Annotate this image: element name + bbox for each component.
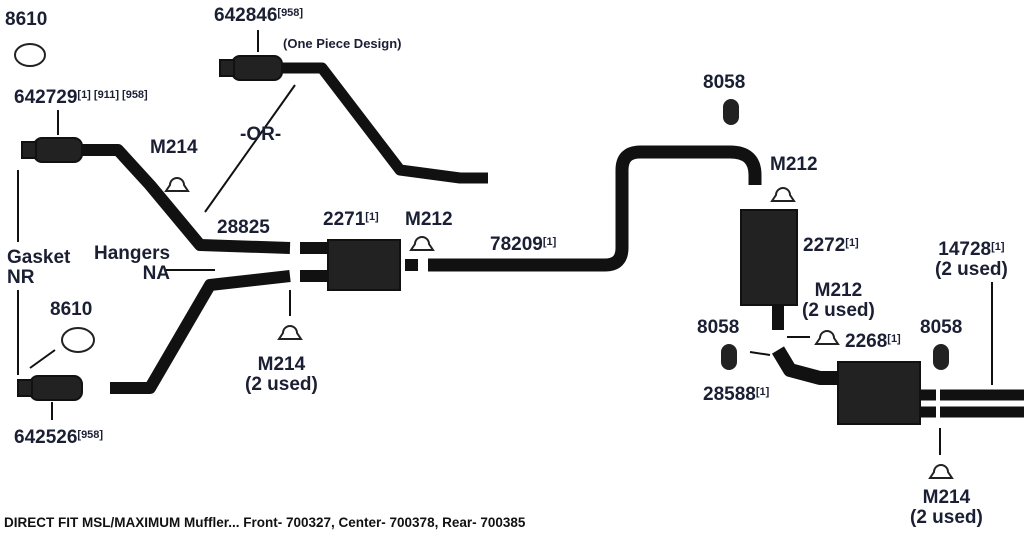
label-28825: 28825 — [217, 217, 270, 238]
label-8058-left: 8058 — [697, 317, 740, 338]
intermediate-pipe-78209 — [428, 145, 762, 272]
label-m212-lower: M212(2 used) — [802, 280, 875, 321]
clamp-icon — [928, 464, 954, 479]
clamp-icon — [164, 177, 190, 192]
catalytic-converter-642526 — [29, 375, 83, 401]
label-14728: 14728[1](2 used) — [935, 239, 1008, 280]
catalytic-converter-642846 — [231, 55, 283, 81]
label-642846: 642846[958] — [214, 5, 304, 26]
hanger-icon — [721, 344, 737, 370]
upper-front-pipe — [80, 144, 291, 254]
gasket-ring-icon — [14, 43, 46, 67]
clamp-icon — [814, 330, 840, 345]
label-2268: 2268[1] — [845, 331, 901, 352]
label-28588: 28588[1] — [703, 384, 770, 405]
catalytic-converter-642729 — [33, 137, 83, 163]
center-muffler-2272 — [740, 209, 798, 306]
lower-front-pipe — [110, 270, 291, 394]
label-8058-right: 8058 — [920, 317, 963, 338]
label-8610-bottom: 8610 — [50, 299, 93, 320]
clamp-icon — [409, 236, 435, 251]
label-m214-lower: M214(2 used) — [245, 354, 318, 395]
label-2271: 2271[1] — [323, 209, 379, 230]
label-m214-rear: M214(2 used) — [910, 487, 983, 528]
label-m212-front: M212 — [405, 209, 453, 230]
label-or: -OR- — [240, 124, 282, 145]
label-642526: 642526[958] — [14, 427, 104, 448]
gasket-ring-icon — [61, 327, 95, 353]
clamp-icon — [277, 325, 303, 340]
label-2272: 2272[1] — [803, 235, 859, 256]
rear-muffler-2268 — [837, 361, 921, 425]
label-m212-center: M212 — [770, 154, 818, 175]
label-m214-upper: M214 — [150, 137, 198, 158]
front-muffler-2271 — [327, 239, 401, 291]
footer-caption: DIRECT FIT MSL/MAXIMUM Muffler... Front-… — [4, 515, 526, 530]
label-8058-top: 8058 — [703, 72, 746, 93]
hanger-icon — [723, 99, 739, 125]
clamp-icon — [770, 187, 796, 202]
label-one-piece: (One Piece Design) — [283, 36, 402, 51]
rear-pipe-28588 — [771, 346, 840, 385]
hanger-icon — [933, 344, 949, 370]
label-8610-top: 8610 — [5, 9, 48, 30]
label-78209: 78209[1] — [490, 234, 557, 255]
one-piece-pipe — [280, 62, 488, 184]
label-642729: 642729[1] [911] [958] — [14, 87, 148, 108]
